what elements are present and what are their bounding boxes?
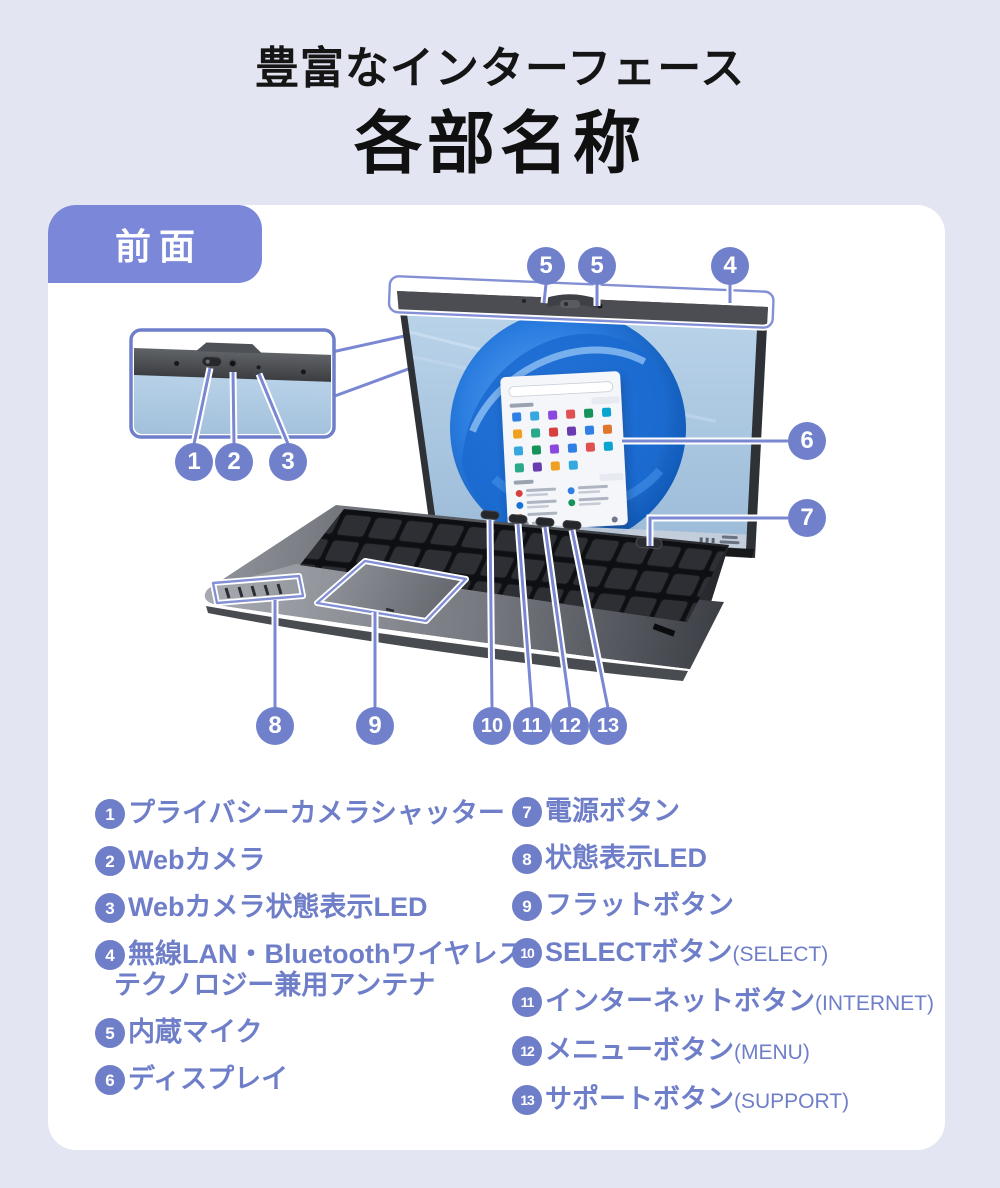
callout-7: 7 xyxy=(788,499,826,537)
item-label: メニューボタン(MENU) xyxy=(545,1035,810,1065)
antenna-outline xyxy=(386,273,777,331)
page-subtitle: 豊富なインターフェース xyxy=(254,44,746,93)
legend-item-1: 1 プライバシーカメラシャッター xyxy=(95,798,525,829)
item-label: Webカメラ xyxy=(128,845,266,875)
function-buttons xyxy=(480,510,582,530)
callout-3: 3 xyxy=(269,443,307,481)
front-label-badge: 前面 xyxy=(48,205,262,283)
item-label: プライバシーカメラシャッター xyxy=(128,798,505,828)
item-number-badge: 11 xyxy=(512,987,542,1017)
item-label: 内蔵マイク xyxy=(128,1017,263,1047)
item-label: 状態表示LED xyxy=(545,843,707,873)
legend-item-2: 2 Webカメラ xyxy=(95,845,525,876)
legend-item-3: 3 Webカメラ状態表示LED xyxy=(95,892,525,923)
laptop-screen xyxy=(397,291,768,558)
item-number-badge: 9 xyxy=(512,891,542,921)
item-number-badge: 7 xyxy=(512,797,542,827)
status-led-ticks xyxy=(224,583,283,599)
item-number-badge: 13 xyxy=(512,1085,542,1115)
legend-item-11: 11 インターネットボタン(INTERNET) xyxy=(512,986,942,1019)
item-label-suffix: (MENU) xyxy=(734,1041,810,1064)
webcam-module xyxy=(522,294,603,309)
legend-item-9: 9 フラットボタン xyxy=(512,890,942,921)
start-menu xyxy=(500,371,628,531)
item-number-badge: 1 xyxy=(95,799,125,829)
item-label: Webカメラ状態表示LED xyxy=(128,892,428,922)
touchpad xyxy=(317,561,466,621)
item-number-badge: 10 xyxy=(512,938,542,968)
callout-10: 10 xyxy=(473,707,511,745)
callout-8: 8 xyxy=(256,707,294,745)
item-number-badge: 12 xyxy=(512,1036,542,1066)
item-number-badge: 8 xyxy=(512,844,542,874)
callout-13: 13 xyxy=(589,707,627,745)
legend-item-5: 5 内蔵マイク xyxy=(95,1017,525,1048)
callout-11: 11 xyxy=(513,707,551,745)
item-label-suffix: (SELECT) xyxy=(732,943,829,966)
item-label: サポートボタン(SUPPORT) xyxy=(545,1084,850,1114)
callout-2: 2 xyxy=(215,443,253,481)
item-label-suffix: (SUPPORT) xyxy=(734,1090,850,1113)
legend-left-column: 1 プライバシーカメラシャッター 2 Webカメラ 3 Webカメラ状態表示LE… xyxy=(95,798,525,1111)
legend-right-column: 7 電源ボタン 8 状態表示LED 9 フラットボタン 10 SELECTボタン… xyxy=(512,796,942,1133)
callout-5b: 5 xyxy=(578,247,616,285)
callout-6: 6 xyxy=(788,422,826,460)
legend-item-13: 13 サポートボタン(SUPPORT) xyxy=(512,1084,942,1117)
legend-item-6: 6 ディスプレイ xyxy=(95,1064,525,1095)
legend-item-7: 7 電源ボタン xyxy=(512,796,942,827)
item-number-badge: 4 xyxy=(95,940,125,970)
page-title: 各部名称 xyxy=(353,106,646,182)
item-number-badge: 3 xyxy=(95,893,125,923)
item-number-badge: 2 xyxy=(95,846,125,876)
item-label-suffix: (INTERNET) xyxy=(815,992,934,1015)
item-number-badge: 5 xyxy=(95,1018,125,1048)
legend-item-10: 10 SELECTボタン(SELECT) xyxy=(512,937,942,970)
touchpad-notch xyxy=(385,607,395,613)
item-label: インターネットボタン(INTERNET) xyxy=(545,986,934,1016)
item-label: 無線LAN・Bluetoothワイヤレス テクノロジー兼用アンテナ xyxy=(114,939,525,1000)
highlight-outlines xyxy=(213,273,777,621)
side-port xyxy=(652,623,676,637)
item-label: SELECTボタン(SELECT) xyxy=(545,937,829,967)
app-icon-grid xyxy=(512,407,613,473)
callout-9: 9 xyxy=(356,707,394,745)
item-label: ディスプレイ xyxy=(128,1064,289,1094)
item-number-badge: 6 xyxy=(95,1065,125,1095)
item-label: フラットボタン xyxy=(545,890,734,920)
callout-12: 12 xyxy=(551,707,589,745)
legend-item-4: 4 無線LAN・Bluetoothワイヤレス テクノロジー兼用アンテナ xyxy=(95,939,525,1001)
item-label-line2: テクノロジー兼用アンテナ xyxy=(114,970,436,1000)
legend-item-8: 8 状態表示LED xyxy=(512,843,942,874)
keyboard xyxy=(300,509,727,622)
callout-4: 4 xyxy=(711,247,749,285)
callout-5a: 5 xyxy=(527,247,565,285)
item-label: 電源ボタン xyxy=(545,796,680,826)
callout-1: 1 xyxy=(175,443,213,481)
legend-item-12: 12 メニューボタン(MENU) xyxy=(512,1035,942,1068)
